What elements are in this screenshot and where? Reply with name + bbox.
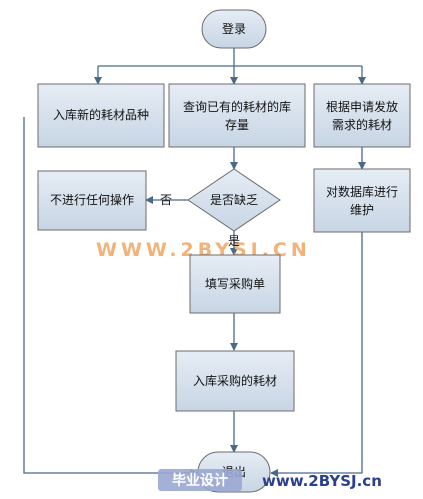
edge-add-to-end: [23, 117, 198, 477]
query-stock-box: 查询已有的耗材的库 存量: [168, 83, 306, 148]
issue-on-request-label-line2: 需求的耗材: [332, 117, 392, 132]
footer-logo-text: 毕业设计: [172, 472, 228, 489]
yes-label: 是: [228, 234, 240, 248]
store-purchased-box: 入库采购的耗材: [175, 350, 295, 412]
start-terminal: 登录: [201, 9, 267, 49]
fill-order-box: 填写采购单: [189, 254, 281, 314]
maintain-db-box: 对数据库进行 维护: [313, 168, 411, 233]
footer-watermark: 毕业设计 www.2BYSJ.cn: [158, 469, 382, 491]
issue-on-request-box: 根据申请发放 需求的耗材: [313, 83, 411, 148]
query-stock-label-line1: 查询已有的耗材的库: [183, 99, 291, 114]
no-action-box: 不进行任何操作: [37, 170, 147, 231]
edge-maintain-to-end: [270, 232, 363, 477]
add-new-type-label: 入库新的耗材品种: [53, 107, 149, 122]
add-new-type-box: 入库新的耗材品种: [37, 83, 165, 148]
issue-on-request-label-line1: 根据申请发放: [326, 99, 398, 114]
start-label: 登录: [222, 21, 246, 36]
maintain-db-label-line2: 维护: [350, 203, 374, 217]
maintain-db-label-line1: 对数据库进行: [326, 184, 398, 199]
no-label: 否: [160, 193, 172, 207]
decision-label: 是否缺乏: [210, 192, 258, 207]
no-action-label: 不进行任何操作: [50, 192, 134, 207]
connectors: [23, 48, 366, 477]
store-purchased-label: 入库采购的耗材: [193, 373, 277, 388]
footer-logo-badge: [158, 469, 242, 491]
decision-diamond: 是否缺乏: [187, 168, 281, 232]
fill-order-label: 填写采购单: [205, 276, 265, 291]
query-stock-label-line2: 存量: [225, 118, 249, 132]
footer-url-text: www.2BYSJ.cn: [262, 472, 382, 490]
